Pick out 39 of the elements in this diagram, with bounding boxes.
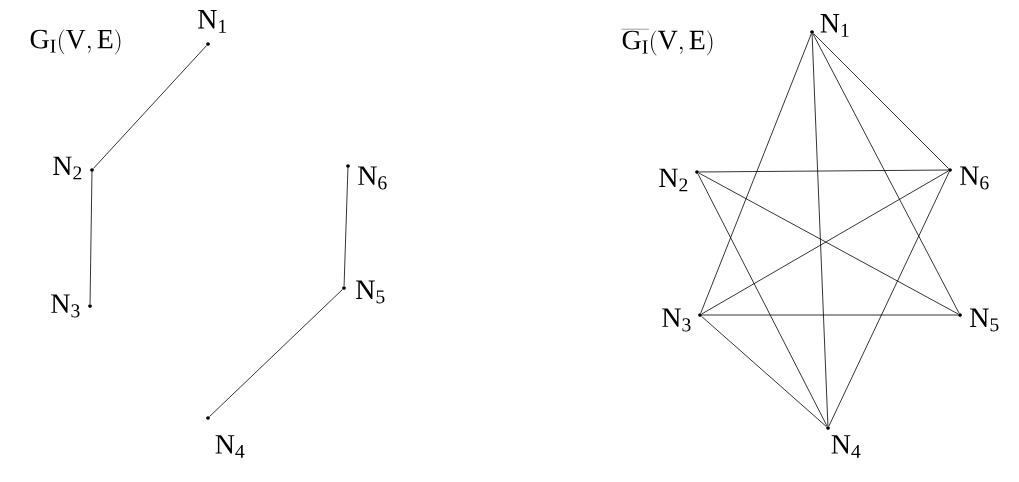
graph-edge [343, 167, 349, 287]
node-label: N$_{1}$ [198, 10, 227, 33]
node-label: N$_{6}$ [960, 166, 989, 190]
graph-edge [701, 315, 827, 428]
node-label: N$_{5}$ [356, 280, 385, 304]
node-label: N$_{4}$ [215, 435, 245, 458]
node-label: N$_{5}$ [970, 308, 999, 332]
vertex: N$_{3}$ [662, 308, 702, 332]
vertex: N$_{2}$ [53, 156, 94, 180]
graph-title: $\overline{\mathrm{G}_{\mathrm{I}}}(\mathrm{V},\mathrm{E})$ [621, 29, 713, 56]
graph-edge [701, 314, 959, 316]
graph-edge [698, 169, 949, 173]
graph-title: $\mathrm{G}_{\mathrm{I}}(\mathrm{V},\mathrm{E})$ [30, 29, 121, 55]
node-label: N$_{2}$ [53, 156, 82, 180]
vertex: N$_{6}$ [346, 164, 387, 190]
vertex: N$_{3}$ [51, 294, 92, 318]
vertex: N$_{1}$ [810, 14, 849, 37]
graph-edge [697, 173, 828, 427]
vertex: N$_{1}$ [198, 10, 227, 46]
graph-edge [700, 33, 812, 314]
node-label: N$_{4}$ [831, 435, 861, 458]
node-label: N$_{6}$ [358, 166, 387, 190]
vertex: N$_{5}$ [958, 308, 999, 332]
graph-edge [812, 33, 960, 314]
graph-edge [92, 45, 208, 169]
vertex: N$_{4}$ [206, 416, 245, 458]
node-label: N$_{1}$ [820, 14, 849, 37]
graph-edge [813, 33, 949, 169]
graph-edge [209, 289, 343, 417]
vertex: N$_{2}$ [659, 168, 699, 192]
vertex: N$_{5}$ [342, 280, 385, 304]
vertex: N$_{4}$ [826, 426, 861, 458]
graph-edge [828, 171, 950, 427]
graph-edge [811, 33, 829, 427]
vertex: N$_{6}$ [948, 166, 989, 190]
node-label: N$_{3}$ [51, 294, 80, 318]
graph-edge [89, 171, 93, 305]
node-label: N$_{3}$ [662, 308, 691, 332]
node-label: N$_{2}$ [659, 168, 688, 192]
